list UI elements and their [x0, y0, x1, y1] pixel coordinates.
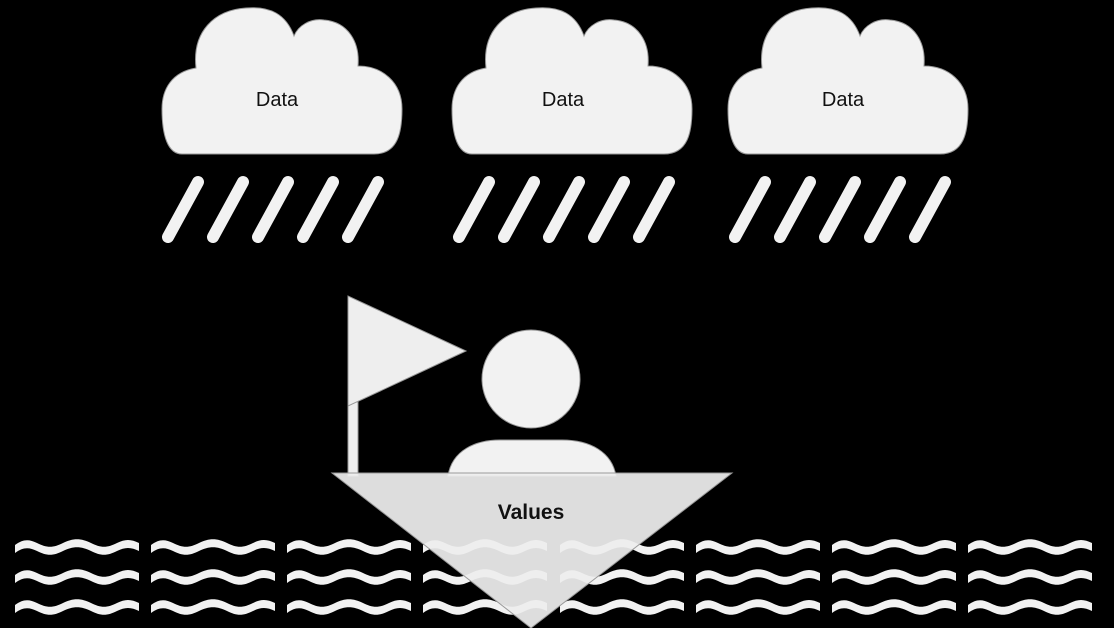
person-head — [481, 329, 581, 429]
boat-hull — [330, 472, 734, 628]
wave-segment — [832, 539, 956, 555]
wave-segment — [696, 599, 820, 615]
wave-segment — [151, 599, 275, 615]
flag-banner — [347, 295, 468, 407]
wave-segment — [15, 599, 139, 615]
wave-segment — [287, 599, 411, 615]
wave-segment — [968, 539, 1092, 555]
boat-label: Values — [498, 501, 565, 524]
cloud-3: Data — [727, 7, 969, 155]
cloud-label: Data — [256, 89, 299, 111]
wave-segment — [968, 599, 1092, 615]
wave-segment — [151, 539, 275, 555]
wave-segment — [287, 569, 411, 585]
wave-segment — [968, 569, 1092, 585]
cloud-2: Data — [451, 7, 693, 155]
wave-segment — [696, 569, 820, 585]
rain-1 — [162, 176, 384, 243]
cloud-label: Data — [822, 89, 865, 111]
wave-segment — [832, 599, 956, 615]
flag-pole — [347, 401, 359, 477]
rain-3 — [729, 176, 951, 243]
wave-segment — [696, 539, 820, 555]
wave-segment — [560, 599, 684, 615]
rain-cloud-icon — [727, 7, 969, 155]
rain-2 — [453, 176, 675, 243]
rain-drops-icon — [162, 176, 951, 243]
wave-segment — [151, 569, 275, 585]
person-body — [447, 439, 617, 477]
wave-segment — [832, 569, 956, 585]
flag-icon — [347, 295, 468, 477]
boat-icon: Values — [330, 472, 734, 628]
wave-segment — [15, 539, 139, 555]
rain-cloud-icon — [161, 7, 403, 155]
cloud-1: Data — [161, 7, 403, 155]
cloud-label: Data — [542, 89, 585, 111]
rain-cloud-icon — [451, 7, 693, 155]
wave-segment — [15, 569, 139, 585]
person-icon — [447, 329, 617, 477]
wave-segment — [287, 539, 411, 555]
